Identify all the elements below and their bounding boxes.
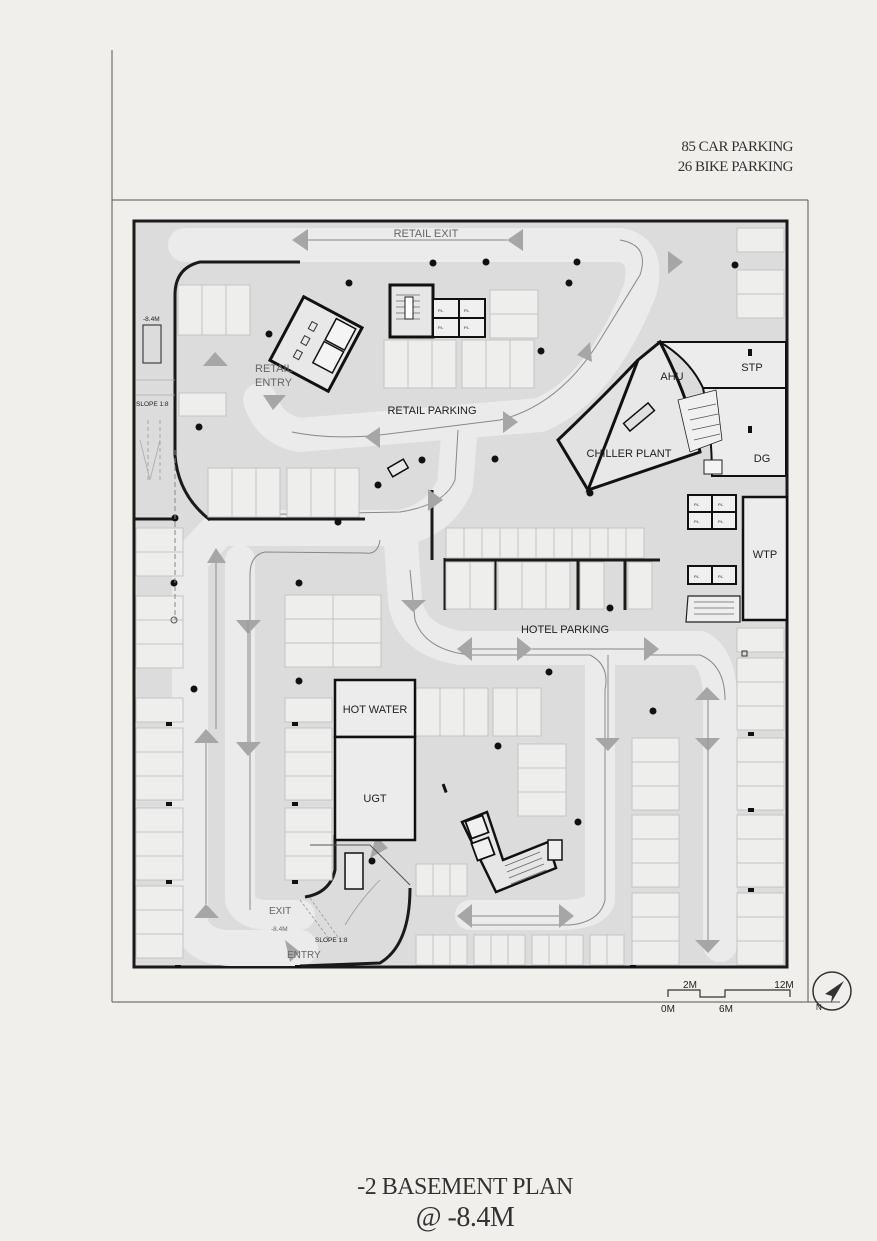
lift-tag: P.L <box>694 519 700 524</box>
ugt-label: UGT <box>363 793 387 805</box>
scale-label-12: 12M <box>774 980 793 991</box>
retail-core <box>267 294 365 394</box>
scale-label-6: 6M <box>719 1004 733 1015</box>
parking-summary: 85 CAR PARKING 26 BIKE PARKING <box>677 137 794 177</box>
small-shaft <box>386 458 410 478</box>
retail-stair-core <box>388 283 486 339</box>
ramp-slope-top: SLOPE 1:8 <box>136 401 169 408</box>
parking-bays <box>135 227 785 966</box>
tanks-block <box>310 678 417 890</box>
lift-tag: P.L <box>464 308 470 313</box>
room-labels: AHU STP CHILLER PLANT DG WTP HOT WATER U… <box>343 362 778 805</box>
stp-label: STP <box>741 362 762 374</box>
scale-bar: 0M 2M 6M 12M <box>661 980 794 1015</box>
plan-title-line2: @ -8.4M <box>415 1202 515 1233</box>
thick-walls <box>134 260 660 968</box>
lift-tag: P.L <box>464 325 470 330</box>
lift-tag: P.L <box>694 502 700 507</box>
scale-label-2: 2M <box>683 980 697 991</box>
wtp-block <box>685 494 789 657</box>
site-boundary <box>111 50 840 1003</box>
scale-label-0: 0M <box>661 1004 675 1015</box>
entry-label: ENTRY <box>287 950 321 961</box>
retail-exit-label: RETAIL EXIT <box>394 228 459 240</box>
retail-parking-label: RETAIL PARKING <box>387 405 476 417</box>
exit-label: EXIT <box>269 906 291 917</box>
retail-entry-label-2: ENTRY <box>255 377 293 389</box>
dg-label: DG <box>754 453 771 465</box>
lift-tag: P.L <box>718 574 724 579</box>
lift-tags: P.L P.L P.L P.L P.L P.L P.L P.L P.L P.L <box>438 308 724 579</box>
chiller-plant-label: CHILLER PLANT <box>587 448 672 460</box>
zone-labels: RETAIL EXIT RETAIL ENTRY RETAIL PARKING … <box>136 228 609 961</box>
lift-tag: P.L <box>438 325 444 330</box>
lift-tag: P.L <box>694 574 700 579</box>
ahu-label: AHU <box>660 371 683 383</box>
wtp-label: WTP <box>753 549 777 561</box>
retail-entry-label-1: RETAIL <box>255 363 293 375</box>
ramp-bottom <box>299 879 381 941</box>
lift-tag: P.L <box>718 519 724 524</box>
structural-columns <box>170 258 739 865</box>
ramp-level-bottom: -8.4M <box>271 926 288 933</box>
plan-title-line1: -2 BASEMENT PLAN <box>357 1174 573 1200</box>
hotel-core <box>441 783 563 894</box>
services-block <box>556 339 787 494</box>
lift-tag: P.L <box>438 308 444 313</box>
ramp-top-left <box>136 324 178 624</box>
lift-tag: P.L <box>718 502 724 507</box>
bike-parking-count: 26 BIKE PARKING <box>677 159 794 175</box>
arrow-shafts <box>205 239 709 940</box>
north-label: N <box>816 1003 822 1012</box>
north-arrow-icon: N <box>812 971 852 1012</box>
ramp-slope-bottom: SLOPE 1:8 <box>315 937 348 944</box>
car-parking-count: 85 CAR PARKING <box>681 139 793 155</box>
plan-title: -2 BASEMENT PLAN @ -8.4M <box>330 1172 600 1234</box>
hotel-parking-label: HOTEL PARKING <box>521 624 609 636</box>
wheel-stops <box>166 722 754 968</box>
hot-water-label: HOT WATER <box>343 704 408 716</box>
ramp-level-top: -8.4M <box>143 316 160 323</box>
